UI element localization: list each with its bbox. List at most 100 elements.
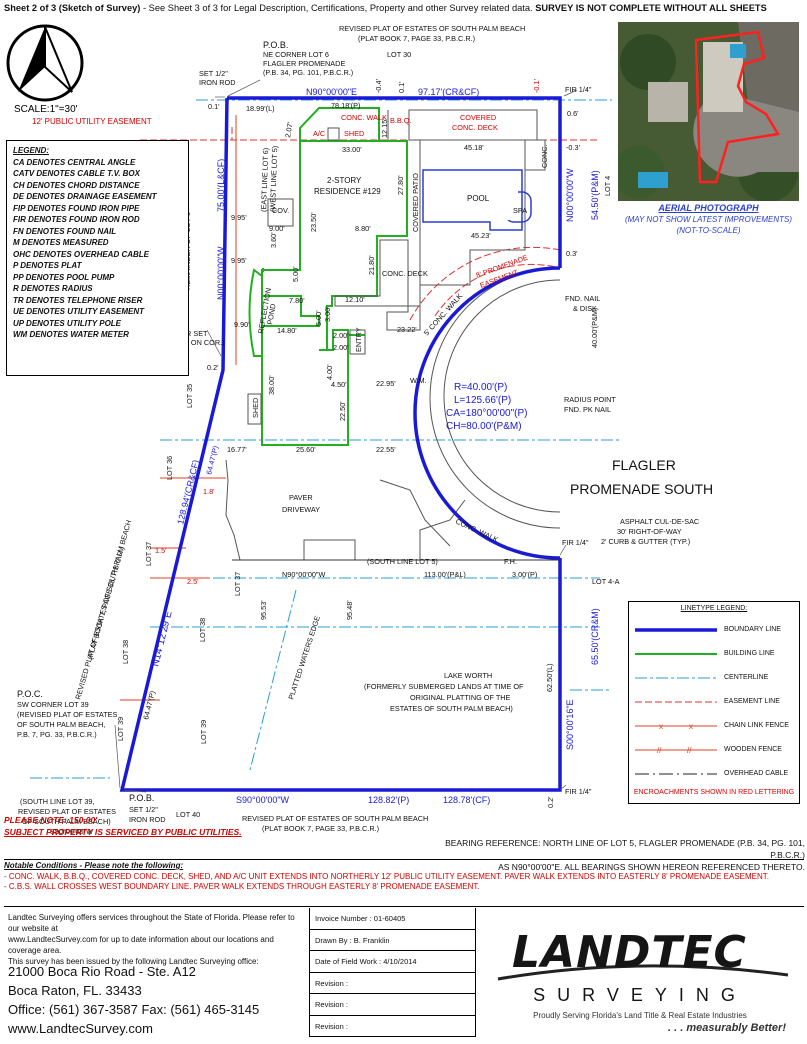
legend-item: TR DENOTES TELEPHONE RISER [13, 295, 143, 305]
poc-2: SW CORNER LOT 39 [17, 700, 89, 709]
svg-text:x: x [689, 722, 693, 731]
legend-box: LEGEND: CA DENOTES CENTRAL ANGLE CATV DE… [6, 140, 189, 376]
off-01a: 0.1' [208, 102, 220, 111]
dim-12-10: 12.10' [345, 295, 365, 304]
dim-4-50: 4.50' [331, 380, 347, 389]
leaders [114, 79, 578, 793]
lt-chain-link: CHAIN LINK FENCE [724, 722, 789, 729]
dim-3-00: 3.00' [323, 306, 332, 322]
public-utilities-note: SUBJECT PROPERTY IS SERVICED BY PUBLIC U… [4, 827, 242, 837]
shed-top: SHED [344, 129, 364, 138]
pool-fill [430, 174, 518, 220]
dim-40-00pm: 40.00'(P&M) [590, 308, 599, 348]
pob-top-3: FLAGLER PROMENADE [263, 59, 345, 68]
logo-subword: SURVEYING [533, 985, 747, 1005]
svg-text:x: x [659, 722, 663, 731]
address-website[interactable]: www.LandtecSurvey.com [8, 1021, 153, 1036]
off-01c: -0.1' [532, 78, 541, 93]
lot39a-label: LOT 39 [116, 717, 125, 741]
dim-9-95b: 9.95' [231, 256, 247, 265]
lt-building: BUILDING LINE [724, 650, 775, 657]
dim-2-00b: 2.00' [333, 343, 349, 352]
aerial-note-2: (NOT-TO-SCALE) [676, 226, 741, 235]
linetype-legend: LINETYPE LEGEND: x x // // BOUNDARY LINE… [628, 601, 800, 804]
fnd-nail-1: FND. NAIL [565, 294, 600, 303]
spa-label: SPA [513, 206, 527, 215]
legend-title: LEGEND: [13, 146, 49, 155]
dim-95-48: 95.48' [345, 600, 354, 620]
south-line-lot5: (SOUTH LINE LOT 5) [367, 557, 438, 566]
bottom-bearing: S90°00'00"W [236, 795, 290, 805]
set-rod-bot-2: IRON ROD [129, 815, 166, 824]
curve-ca: CA=180°00'00"(P) [446, 408, 527, 419]
dim-25-60: 25.60' [296, 445, 316, 454]
address-city: Boca Raton, FL. 33433 [8, 983, 142, 998]
bearing-ref-1: BEARING REFERENCE: NORTH LINE OF LOT 5, … [445, 838, 805, 860]
boundary-line [119, 96, 562, 792]
poc-title: P.O.C. [17, 689, 43, 699]
footer-blurb: Landtec Surveying offers services throug… [8, 912, 303, 967]
bearing-n14: N14°12'29"E [150, 610, 174, 668]
dim-65-50: 65.50'(CR&M) [590, 608, 600, 665]
bearing-east: N00°00'00"W [565, 168, 575, 222]
radius-point-2: FND. PK NAIL [564, 405, 611, 414]
logo-wordmark: LANDTEC [512, 927, 747, 978]
dim-128-82: 128.82'(P) [368, 795, 409, 805]
cov-label: COV. [272, 206, 289, 215]
set-rod-top-1: SET 1/2" [199, 69, 228, 78]
top-plat-2: (PLAT BOOK 7, PAGE 33, P.B.C.R.) [358, 34, 475, 43]
dim-33-00: 33.00' [342, 145, 362, 154]
logo-tagline: Proudly Serving Florida's Land Title & R… [533, 1011, 747, 1020]
south-lot39-4: S90°00'00"W [50, 827, 93, 836]
set-rod-top-2: IRON ROD [199, 78, 236, 87]
lake-1: LAKE WORTH [444, 671, 492, 680]
dim-54-50: 54.50'(P&M) [590, 170, 600, 220]
legend-item: DE DENOTES DRAINAGE EASEMENT [13, 192, 157, 201]
bottom-plat-1: REVISED PLAT OF ESTATES OF SOUTH PALM BE… [242, 814, 428, 823]
legend-item: CATV DENOTES CABLE T.V. BOX [13, 169, 140, 178]
asphalt-3: 2' CURB & GUTTER (TYP.) [601, 537, 690, 546]
shed-mid: SHED [251, 398, 260, 418]
dim-95-53: 95.53' [259, 600, 268, 620]
asphalt-1: ASPHALT CUL-DE-SAC [620, 517, 699, 526]
lt-centerline: CENTERLINE [724, 674, 769, 681]
dim-2-00a: 2.00' [333, 331, 349, 340]
revision-3: Revision : [310, 1016, 475, 1037]
dim-38-00: 38.00' [267, 375, 276, 395]
bearing-south-east: S00°00'16"E [565, 699, 575, 750]
lake-4: ESTATES OF SOUTH PALM BEACH) [390, 704, 513, 713]
dim-62-50: 62.50'(L) [545, 663, 554, 692]
dim-23-50: 23.50' [309, 212, 318, 232]
dim-5-00a: 5.00' [291, 266, 300, 282]
pob-bottom: P.O.B. [129, 793, 154, 803]
lot39b-label: LOT 39 [199, 720, 208, 744]
dim-27-80: 27.80' [396, 175, 405, 195]
conc-walk-top: CONC. WALK [341, 113, 387, 122]
field-work-date: Date of Field Work : 4/10/2014 [310, 951, 475, 973]
revision-1: Revision : [310, 973, 475, 994]
north-arrow-icon [6, 24, 84, 102]
dim-22-95: 22.95' [376, 379, 396, 388]
dim-21-80: 21.80' [367, 255, 376, 275]
dim-9-90: 9.90' [234, 320, 250, 329]
dim-4-00: 4.00' [325, 364, 334, 380]
bottom-plat-2: (PLAT BOOK 7, PAGE 33, P.B.C.R.) [262, 824, 379, 833]
east-line-lot6: (EAST LINE LOT 6) [259, 148, 270, 212]
lot38a-label: LOT 38 [121, 640, 130, 664]
poc-4: OF SOUTH PALM BEACH, [17, 720, 105, 729]
aerial-title: AERIAL PHOTOGRAPH [658, 203, 759, 213]
legend-item: PP DENOTES POOL PUMP [13, 272, 115, 282]
off-04: -0.4' [374, 78, 383, 93]
dim-128-78: 128.78'(CF) [443, 795, 490, 805]
legend-item: CH DENOTES CHORD DISTANCE [13, 180, 140, 190]
logo-swoosh-icon [497, 964, 789, 981]
lake-2: (FORMERLY SUBMERGED LANDS AT TIME OF [364, 682, 524, 691]
dim-3-60: 3.60' [269, 232, 278, 248]
ac-label: A/C [313, 129, 325, 138]
dim-9-95a: 9.95' [231, 213, 247, 222]
notable-conditions: Notable Conditions - Please note the fol… [4, 859, 804, 907]
off-2-5: 2.5' [187, 577, 199, 586]
fir-bot: FIR 1/4" [565, 787, 592, 796]
off-1-8: 1.8' [203, 487, 215, 496]
lt-boundary: BOUNDARY LINE [724, 626, 781, 633]
